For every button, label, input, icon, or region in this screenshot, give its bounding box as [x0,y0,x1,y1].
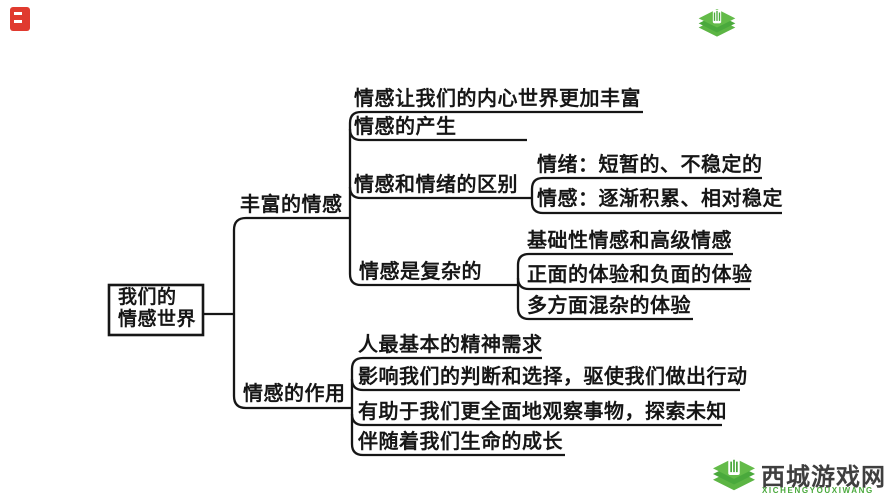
node-inner-world-richer: 情感让我们的内心世界更加丰富 [354,88,641,110]
site-slug: XICHENGYOUXIWANG [762,486,874,495]
node-mixed-experience: 多方面混杂的体验 [527,295,691,317]
site-name: 西城游戏网 [761,464,886,491]
node-rich-emotions: 丰富的情感 [240,194,343,216]
site-watermark: 西城游戏网 XICHENGYOUXIWANG [711,452,889,498]
node-influence-judgment: 影响我们的判断和选择，驱使我们做出行动 [358,366,748,388]
root-node-label-line2: 情感世界 [118,309,197,330]
node-mood-shortterm: 情绪：短暂的、不稳定的 [537,154,763,176]
node-basic-and-advanced: 基础性情感和高级情感 [527,230,732,252]
site-logo-icon [711,454,757,500]
node-emotion-origin: 情感的产生 [354,116,457,138]
node-accompany-growth: 伴随着我们生命的成长 [358,431,563,453]
corner-red-icon [10,7,30,31]
node-emotion-complex: 情感是复杂的 [359,261,482,283]
site-logo-top-icon [697,5,737,50]
node-emotion-vs-mood: 情感和情绪的区别 [354,174,518,196]
node-positive-negative: 正面的体验和负面的体验 [527,264,753,286]
node-emotion-role: 情感的作用 [243,383,346,405]
root-node-box [107,283,205,337]
root-node-label-line1: 我们的 [118,287,177,308]
node-spiritual-need: 人最基本的精神需求 [358,334,543,356]
node-observe-explore: 有助于我们更全面地观察事物，探索未知 [358,401,727,423]
node-emotion-stable: 情感：逐渐积累、相对稳定 [537,188,783,210]
